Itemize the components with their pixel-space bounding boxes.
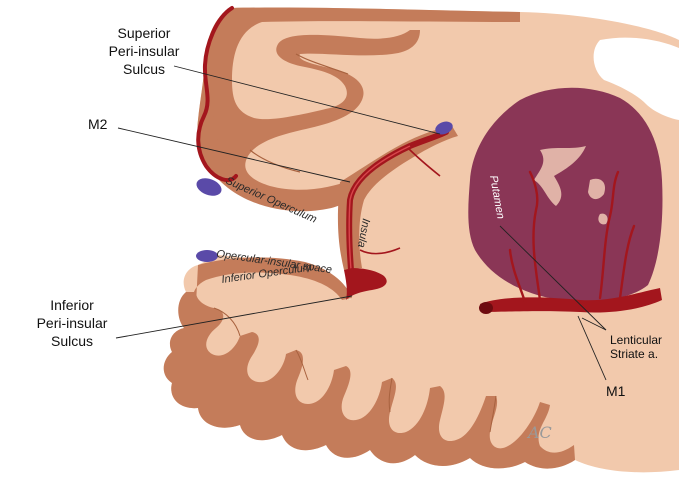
label-inferior-sulcus-line2: Peri-insular [37,315,108,331]
label-lenticular-line2: Striate a. [610,347,658,361]
m1-cap-left [479,302,493,314]
label-superior-sulcus-line1: Superior [118,25,171,41]
opercular-vein [196,250,218,262]
label-m1: M1 [606,383,626,399]
label-inferior-sulcus-line3: Sulcus [51,333,93,349]
label-m2: M2 [88,116,108,132]
label-superior-sulcus-line2: Peri-insular [109,43,180,59]
label-superior-sulcus-line3: Sulcus [123,61,165,77]
label-inferior-sulcus-line1: Inferior [50,297,94,313]
artist-signature: AC [526,423,552,442]
label-lenticular-line1: Lenticular [610,333,662,347]
